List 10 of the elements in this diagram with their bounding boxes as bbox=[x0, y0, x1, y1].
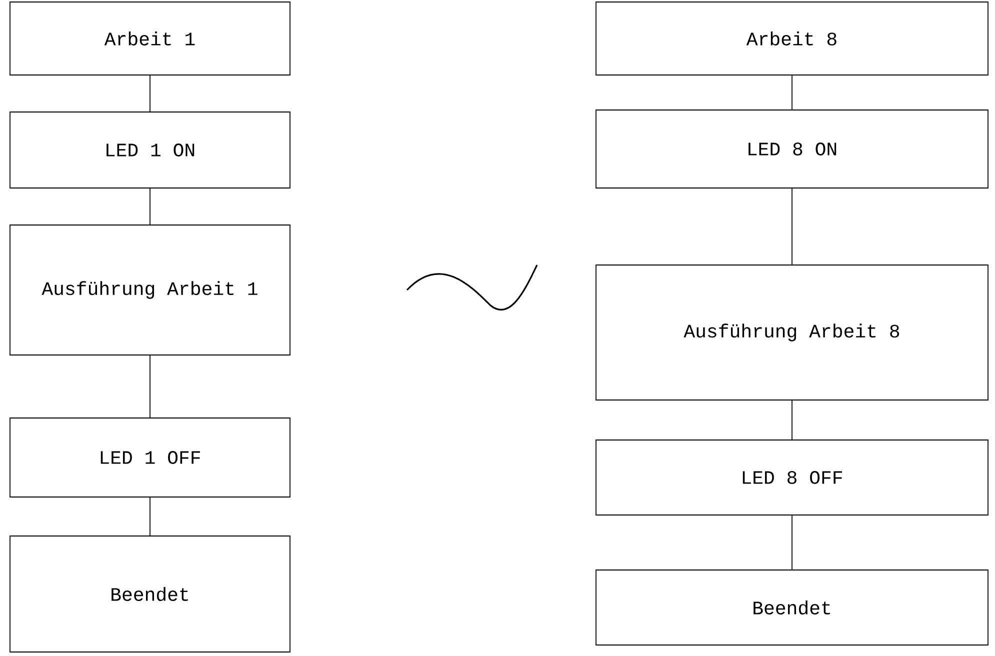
process-box: Beendet bbox=[10, 536, 290, 652]
process-box: Ausführung Arbeit 8 bbox=[596, 264, 988, 400]
process-box: LED 8 ON bbox=[596, 110, 988, 188]
process-box: LED 8 OFF bbox=[596, 440, 988, 516]
process-box: Arbeit 1 bbox=[10, 2, 290, 76]
process-box: LED 1 ON bbox=[10, 112, 290, 188]
process-box: Ausführung Arbeit 1 bbox=[10, 224, 290, 356]
process-box: Arbeit 8 bbox=[596, 2, 988, 76]
process-box: Beendet bbox=[596, 570, 988, 646]
process-box: LED 1 OFF bbox=[10, 418, 290, 498]
